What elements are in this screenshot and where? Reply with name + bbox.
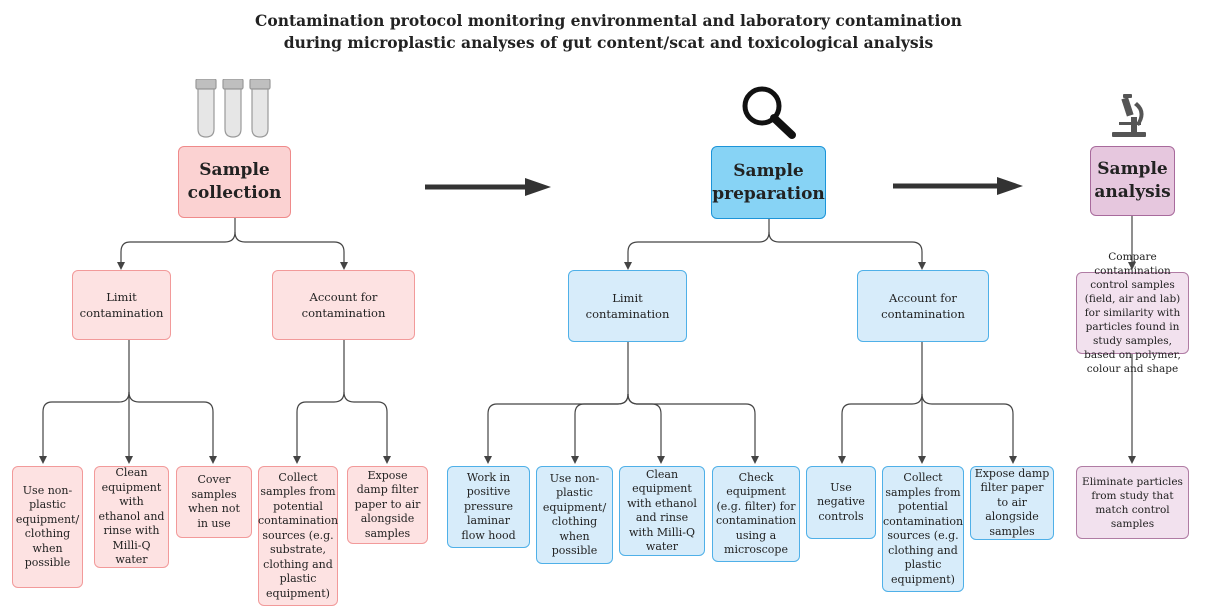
collection-limit-box: Limit contamination xyxy=(72,270,171,340)
preparation-account-item: Use negative controls xyxy=(806,466,876,539)
preparation-limit-item: Use non-plastic equipment/ clothing when… xyxy=(536,466,613,564)
microscope-icon xyxy=(1112,94,1146,137)
title-line-2: during microplastic analyses of gut cont… xyxy=(283,33,934,52)
preparation-limit-item: Clean equipment with ethanol and rinse w… xyxy=(619,466,705,556)
preparation-account-item: Collect samples from potential contamina… xyxy=(882,466,964,592)
collection-limit-item: Cover samples when not in use xyxy=(176,466,252,538)
sample-collection-box: Sample collection xyxy=(178,146,291,218)
collection-limit-item: Clean equipment with ethanol and rinse w… xyxy=(94,466,169,568)
magnifying-glass-icon xyxy=(742,86,796,139)
collection-limit-item: Use non-plastic equipment/ clothing when… xyxy=(12,466,83,588)
preparation-limit-box: Limit contamination xyxy=(568,270,687,342)
diagram-title: Contamination protocol monitoring enviro… xyxy=(0,10,1217,54)
analysis-compare-box: Compare contamination control samples (f… xyxy=(1076,251,1189,375)
sample-preparation-box: Sample preparation xyxy=(711,146,826,219)
sample-analysis-box: Sample analysis xyxy=(1090,146,1175,216)
preparation-limit-item: Work in positive pressure laminar flow h… xyxy=(447,466,530,548)
collection-account-box: Account for contamination xyxy=(272,270,415,340)
preparation-limit-item: Check equipment (e.g. filter) for contam… xyxy=(712,466,800,562)
title-line-1: Contamination protocol monitoring enviro… xyxy=(255,11,962,30)
flow-arrows xyxy=(425,177,1023,196)
preparation-account-box: Account for contamination xyxy=(857,270,989,342)
collection-account-item: Collect samples from potential contamina… xyxy=(258,466,338,606)
analysis-eliminate-box: Eliminate particles from study that matc… xyxy=(1076,466,1189,539)
collection-account-item: Expose damp filter paper to air alongsid… xyxy=(347,466,428,544)
preparation-account-item: Expose damp filter paper to air alongsid… xyxy=(970,466,1054,540)
test-tubes-icon xyxy=(195,79,271,138)
